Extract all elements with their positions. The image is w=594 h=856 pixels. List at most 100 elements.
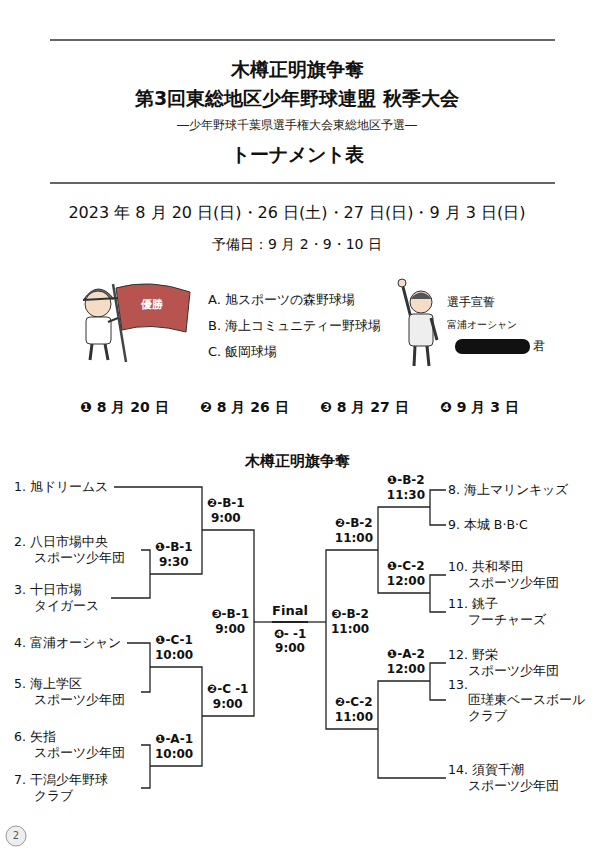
bracket-line	[378, 729, 446, 778]
bracket-line	[141, 766, 150, 788]
team-name: 2. 八日市場中央 スポーツ少年団	[34, 534, 139, 565]
bracket-title: 木樽正明旗争奪	[245, 452, 350, 470]
bracket-line	[127, 643, 150, 667]
game-code: ❷-B-1	[207, 496, 245, 511]
game-code: ❶-B-2	[387, 473, 425, 488]
oath-heading: 選手宣誓	[447, 295, 495, 309]
page-circle	[6, 826, 26, 846]
bracket-line	[326, 550, 378, 622]
team-name: 3. 十日市場 タイガース	[34, 582, 109, 613]
leg	[105, 344, 108, 360]
team-entry: 12. 野栄 スポーツ少年団	[448, 647, 563, 678]
game-time: 12:00	[387, 662, 425, 677]
game-time: 11:00	[335, 531, 373, 546]
game-code: ❶-C-1	[155, 633, 193, 648]
hair	[410, 293, 432, 300]
game-label: ❶-C-212:00	[385, 558, 427, 590]
leg	[427, 346, 429, 366]
page-number: 2	[13, 830, 19, 842]
oath-figure	[398, 279, 437, 366]
bracket-line	[141, 745, 150, 766]
subtitle: 第3回東総地区少年野球連盟 秋季大会	[135, 87, 459, 110]
team-name: 1. 旭ドリームス	[34, 479, 112, 495]
game-label: ❶-C-110:00	[153, 632, 195, 664]
date-line: 2023 年 8 月 20 日(日)・26 日(土)・27 日(日)・9 月 3…	[68, 203, 525, 222]
final-game: Final❹- -19:00	[272, 603, 308, 655]
team-name: 7. 干潟少年野球 クラブ	[34, 772, 139, 803]
reserve-days: 予備日：9 月 2・9・10 日	[212, 236, 382, 253]
game-label: ❷-B-211:00	[333, 515, 375, 547]
game-code: ❶-C-2	[387, 559, 425, 574]
bracket-line	[150, 667, 202, 716]
team-entry: 9. 本城 B·B·C	[448, 517, 528, 533]
bracket-line	[430, 593, 446, 612]
team-name-note: 富浦オーシャン	[447, 319, 517, 331]
game-label: ❷-C-211:00	[333, 694, 375, 726]
bracket-line	[378, 550, 430, 593]
team-entry: 6. 矢指 スポーツ少年団	[14, 729, 139, 760]
team-entry: 14. 須賀千潮 スポーツ少年団	[448, 762, 563, 793]
game-time: 9:00	[272, 641, 308, 655]
bracket-line	[430, 490, 446, 507]
team-name: 8. 海上マリンキッズ	[468, 482, 572, 498]
body	[409, 314, 433, 346]
team-entry: 1. 旭ドリームス	[14, 479, 112, 495]
team-entry: 5. 海上学区 スポーツ少年団	[14, 676, 139, 707]
venue: B. 海上コミュニティー野球場	[208, 318, 381, 334]
team-entry: 11. 銚子 フーチャーズ	[448, 596, 553, 627]
game-label: ❷-C -19:00	[205, 681, 250, 713]
game-label: ❶-A-212:00	[385, 646, 427, 678]
game-label: ❶-B-211:30	[385, 472, 427, 504]
game-code: ❸-B-2	[331, 607, 369, 622]
game-code: ❷-C-2	[335, 695, 373, 710]
redaction	[455, 339, 530, 354]
team-entry: 10. 共和琴田 スポーツ少年団	[448, 559, 563, 590]
main-title: 木樽正明旗争奪	[231, 58, 364, 81]
bracket-line	[378, 681, 430, 729]
game-code: ❶-B-1	[155, 540, 193, 555]
top-rule	[50, 39, 555, 41]
team-name: 14. 須賀千潮 スポーツ少年団	[468, 762, 563, 793]
team-entry: 7. 干潟少年野球 クラブ	[14, 772, 139, 803]
round-date: ❶ 8 月 20 日	[80, 399, 169, 416]
face	[85, 291, 111, 317]
team-entry: 3. 十日市場 タイガース	[14, 582, 109, 613]
venue: A. 旭スポーツの森野球場	[208, 292, 355, 308]
flag-text: 優勝	[141, 298, 163, 311]
game-time: 10:00	[155, 747, 193, 762]
honorific: 君	[533, 339, 545, 353]
bracket-line	[202, 530, 254, 622]
leg	[90, 344, 92, 360]
game-time: 9:00	[211, 622, 249, 637]
game-label: ❶-A-110:00	[153, 731, 195, 763]
game-time: 9:00	[207, 511, 245, 526]
game-time: 9:00	[207, 697, 248, 712]
game-code: ❶-A-2	[387, 647, 425, 662]
body	[86, 317, 111, 344]
team-entry: 2. 八日市場中央 スポーツ少年団	[14, 534, 139, 565]
team-name: 5. 海上学区 スポーツ少年団	[34, 676, 139, 707]
bracket-line	[430, 681, 446, 700]
game-time: 11:00	[335, 710, 373, 725]
bracket-line	[430, 575, 446, 593]
game-time: ❹- -1	[272, 627, 308, 641]
arm	[108, 318, 118, 322]
game-code: ❷-C -1	[207, 682, 248, 697]
bracket-line	[326, 622, 378, 729]
hand	[398, 279, 406, 287]
round-date: ❷ 8 月 26 日	[200, 399, 289, 416]
bracket-line	[150, 530, 202, 574]
game-time: 11:00	[331, 622, 369, 637]
round-date: ❸ 8 月 27 日	[320, 399, 409, 416]
game-time: 9:30	[155, 555, 193, 570]
bracket-line	[141, 550, 150, 574]
game-label: ❸-B-211:00	[329, 606, 371, 638]
bracket-line	[150, 716, 202, 766]
game-code: ❷-B-2	[335, 516, 373, 531]
leg	[414, 346, 415, 366]
team-name: 9. 本城 B·B·C	[468, 517, 528, 533]
round-date: ❹ 9 月 3 日	[440, 399, 519, 416]
bracket-line	[114, 487, 202, 530]
team-entry: 8. 海上マリンキッズ	[448, 482, 572, 498]
